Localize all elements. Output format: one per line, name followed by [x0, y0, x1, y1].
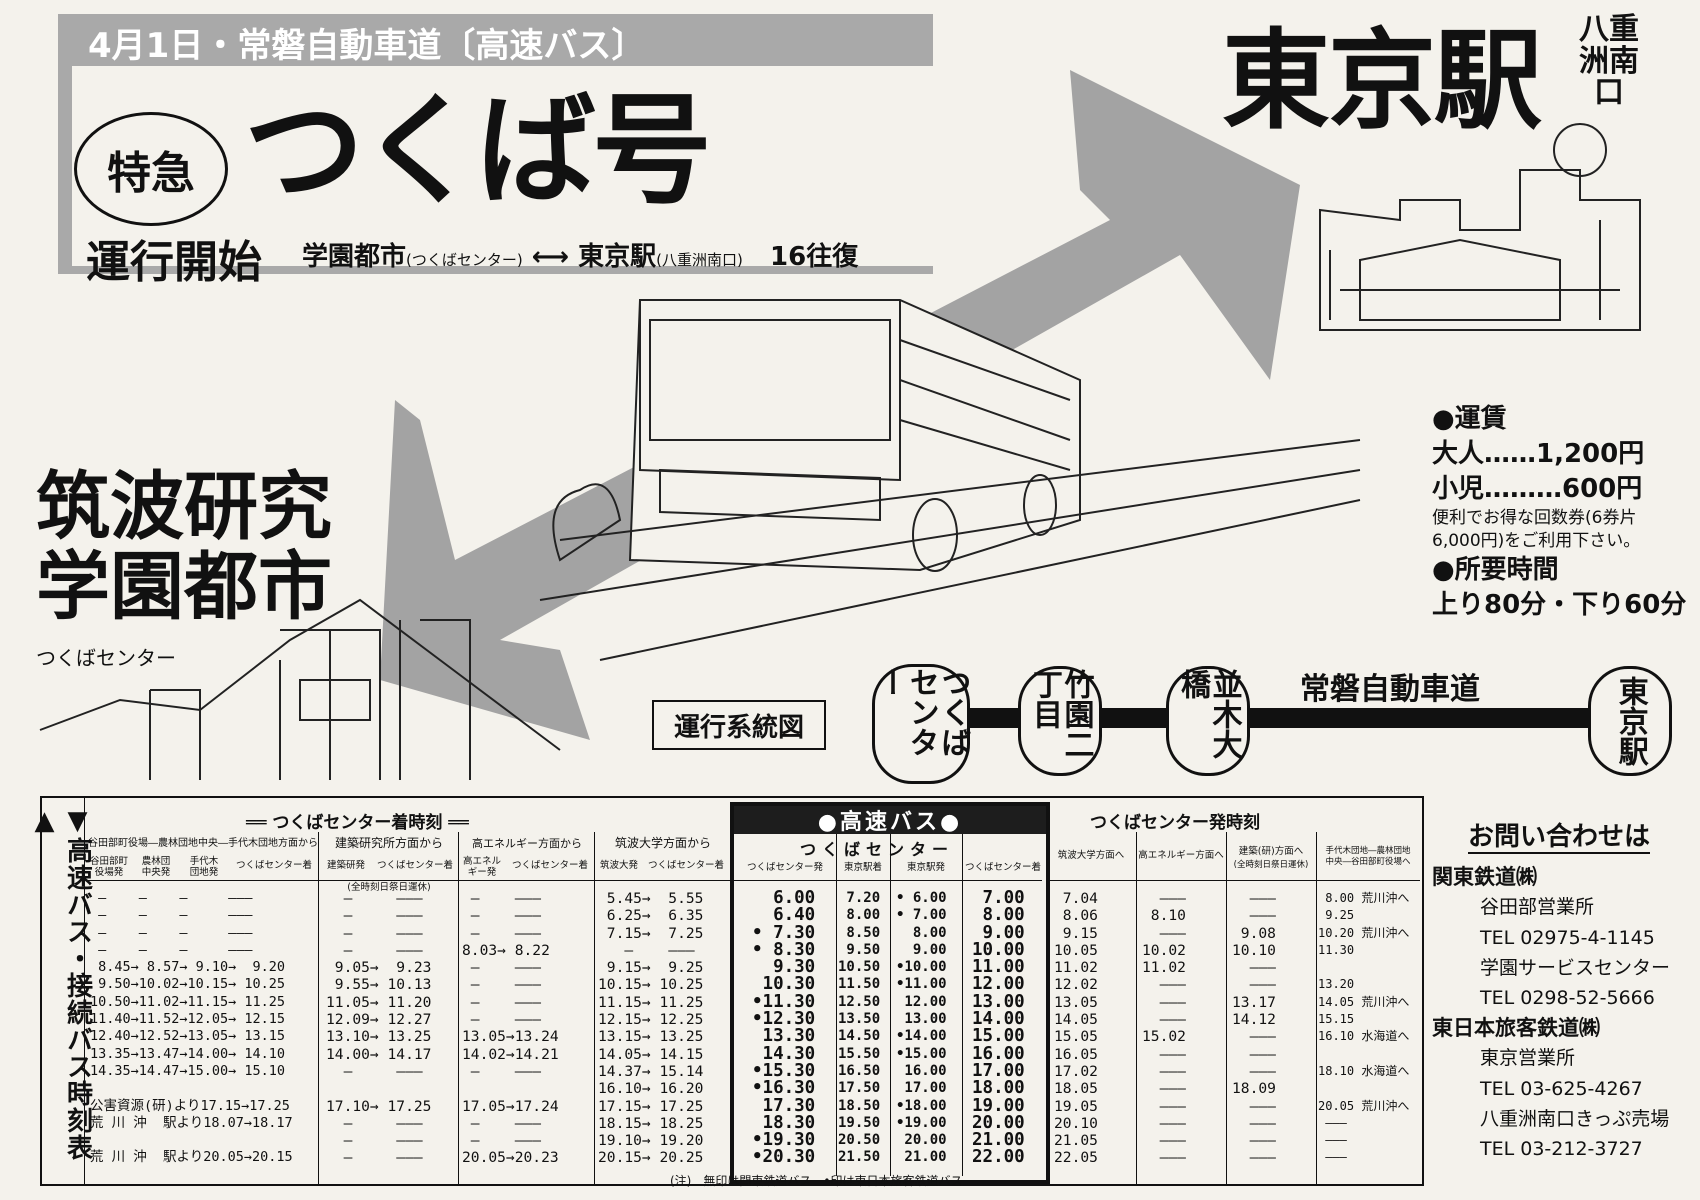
hs-col4: つくばセンター着	[964, 862, 1041, 873]
hs-col1: つくばセンター発	[746, 862, 823, 873]
hs-arrive-tokyo: 7.20 8.00 8.50 9.50 10.50 11.50 12.50 13…	[838, 890, 881, 1166]
g2-col1: 建築研発	[326, 860, 365, 871]
bus-illustration	[539, 299, 1361, 661]
stop-takezono: 竹園二丁目	[1018, 666, 1102, 776]
tsukuba-city-sketch	[39, 598, 561, 780]
g3-times: ― ――― ― ――― ― ――― 8.03→ 8.22 ― ――― ― ―――…	[462, 890, 559, 1167]
stop-tokyo-station: 東京駅	[1588, 666, 1672, 776]
contact-title: お問い合わせは	[1468, 822, 1651, 855]
poster-artwork	[39, 70, 1641, 780]
route-line	[900, 708, 1620, 728]
express-badge: 特急	[74, 112, 228, 226]
route-diagram-label: 運行系統図	[652, 700, 826, 750]
g2-note: (全時刻日祭日運休)	[347, 882, 431, 893]
arrive-title: ══ つくばセンター着時刻 ══	[246, 813, 469, 833]
travel-time: 上り80分・下り60分	[1432, 590, 1687, 621]
fare-note1: 便利でお得な回数券(6券片	[1432, 508, 1637, 529]
d-note: (全時刻日祭日運休)	[1233, 860, 1309, 870]
hs-col3: 東京駅発	[906, 862, 945, 873]
route-origin: 学園都市	[302, 242, 407, 272]
express-bus-sub: つくばセンター	[800, 840, 955, 859]
route-destination: 東京駅	[578, 242, 657, 272]
timetable-side-title: ▼高速バス・接続バス時刻表▲	[29, 806, 93, 1161]
g2-times: ― ――― ― ――― ― ――― ― ――― 9.05→ 9.23 9.55→…	[326, 890, 432, 1167]
g3-col1: 高エネル ギー発	[462, 856, 501, 878]
d-building-lab: ――― ――― 9.08 10.10 ――― ――― 13.17 14.12 ―…	[1232, 890, 1276, 1167]
trip-count: 16往復	[770, 242, 859, 272]
fare-child: 小児………600円	[1432, 474, 1643, 505]
contact-tel1: TEL 02975-4-1145	[1480, 926, 1655, 949]
hs-depart-tokyo: • 6.00 • 7.00 8.00 9.00 •10.00 •11.00 12…	[896, 890, 947, 1166]
destination-title: 東京駅	[1222, 19, 1542, 144]
route-summary: 学園都市(つくばセンター) ⟷ 東京駅(八重洲南口) 16往復	[302, 236, 858, 273]
contact-office1: 谷田部営業所	[1480, 896, 1595, 919]
g2-title: 建築研究所方面から	[334, 836, 443, 850]
hs-arrive-center: 7.00 8.00 9.00 10.00 11.00 12.00 13.00 1…	[972, 888, 1025, 1168]
d-high-energy: ――― 8.10 ――― 10.02 11.02 ――― ――― ――― 15.…	[1142, 890, 1186, 1167]
origin-line2: 学園都市	[36, 543, 332, 630]
contact-office4: 八重洲南口きっぷ売場	[1480, 1107, 1670, 1130]
contact-tel4: TEL 03-212-3727	[1480, 1138, 1643, 1161]
contact-office3: 東京営業所	[1480, 1047, 1576, 1070]
service-start: 運行開始	[86, 237, 262, 288]
origin-sub: つくばセンター	[36, 646, 176, 670]
route-origin-note: (つくばセンター)	[406, 251, 523, 269]
fare-note2: 6,000円)をご利用下さい。	[1432, 531, 1641, 552]
stop-namiki-ohashi: 並木大橋	[1166, 666, 1250, 776]
g3-col2: つくばセンター着	[511, 860, 588, 871]
destination-exit: 八重洲南口	[1579, 12, 1639, 110]
d-col2: 高エネルギー方面へ	[1138, 850, 1224, 861]
fare-heading: ●運賃	[1432, 404, 1507, 434]
d-col1: 筑波大学方面へ	[1057, 850, 1125, 861]
express-bus-block	[730, 802, 1050, 1184]
fare-info: ●運賃 大人……1,200円 小児………600円 便利でお得な回数券(6券片 6…	[1432, 402, 1686, 623]
contact-company1: 関東鉄道㈱	[1432, 865, 1537, 890]
origin-line1: 筑波研究	[36, 464, 332, 550]
g4-col2: つくばセンター着	[647, 860, 724, 871]
hs-col2: 東京駅着	[843, 862, 882, 873]
time-heading: ●所要時間	[1432, 555, 1559, 586]
g1-col1: 谷田部町 役場発	[89, 856, 128, 878]
d-col4: 手代木団地―農林団地 中央―谷田部町役場へ	[1325, 846, 1411, 867]
g3-title: 高エネルギー方面から	[472, 837, 582, 850]
route-arrow-icon: ⟷	[531, 242, 570, 272]
g1-col3: 手代木 団地発	[189, 856, 219, 878]
route-destination-note: (八重洲南口)	[656, 251, 743, 269]
date-line: 4月1日・常磐自動車道〔高速バス〕	[88, 26, 646, 66]
g1-col2: 農林団 中央発	[141, 856, 171, 878]
expressway-label: 常磐自動車道	[1300, 672, 1480, 707]
contact-info: お問い合わせは 関東鉄道㈱ 谷田部営業所 TEL 02975-4-1145 学園…	[1432, 822, 1670, 1164]
g4-times: 5.45→ 5.55 6.25→ 6.35 7.15→ 7.25 ― ――― 9…	[598, 890, 704, 1167]
g4-col1: 筑波大発	[599, 860, 638, 871]
contact-tel2: TEL 0298-52-5666	[1480, 987, 1655, 1010]
origin-title: 筑波研究 学園都市	[36, 464, 332, 630]
d-col3: 建築(研)方面へ	[1238, 846, 1304, 857]
g4-title: 筑波大学方面から	[614, 836, 711, 850]
d-tsukuba-univ: 7.04 8.06 9.15 10.05 11.02 12.02 13.05 1…	[1054, 890, 1098, 1167]
fare-adult: 大人……1,200円	[1432, 439, 1645, 470]
contact-tel3: TEL 03-625-4267	[1480, 1077, 1643, 1100]
footnote: (注) 無印は関東鉄道バス •印は東日本旅客鉄道バス	[670, 1174, 963, 1188]
tokyo-station-sketch	[1319, 123, 1641, 331]
depart-title: つくばセンター発時刻	[1090, 813, 1260, 833]
hs-depart-times: 6.00 6.40 • 7.30 • 8.30 9.30 10.30 •11.3…	[752, 888, 816, 1168]
contact-company2: 東日本旅客鉄道㈱	[1432, 1016, 1600, 1041]
contact-office2: 学園サービスセンター	[1480, 956, 1671, 979]
service-title: つくば号	[244, 82, 712, 221]
g1-col4: つくばセンター着	[235, 860, 312, 871]
g1-times: ― ― ― ――― ― ― ― ――― ― ― ― ――― ― ― ― ――― …	[90, 890, 293, 1166]
express-bus-banner: ●高速バス●	[734, 806, 1046, 835]
stop-tsukuba-center: つくばセンター	[872, 664, 970, 784]
d-teshirogi: 8.00 荒川沖へ 9.25 10.20 荒川沖へ 11.30 13.20 14…	[1318, 891, 1410, 1165]
g1-title: 谷田部町役場―農林団地中央―手代木団地方面から	[88, 838, 318, 849]
g2-col2: つくばセンター着	[376, 860, 453, 871]
